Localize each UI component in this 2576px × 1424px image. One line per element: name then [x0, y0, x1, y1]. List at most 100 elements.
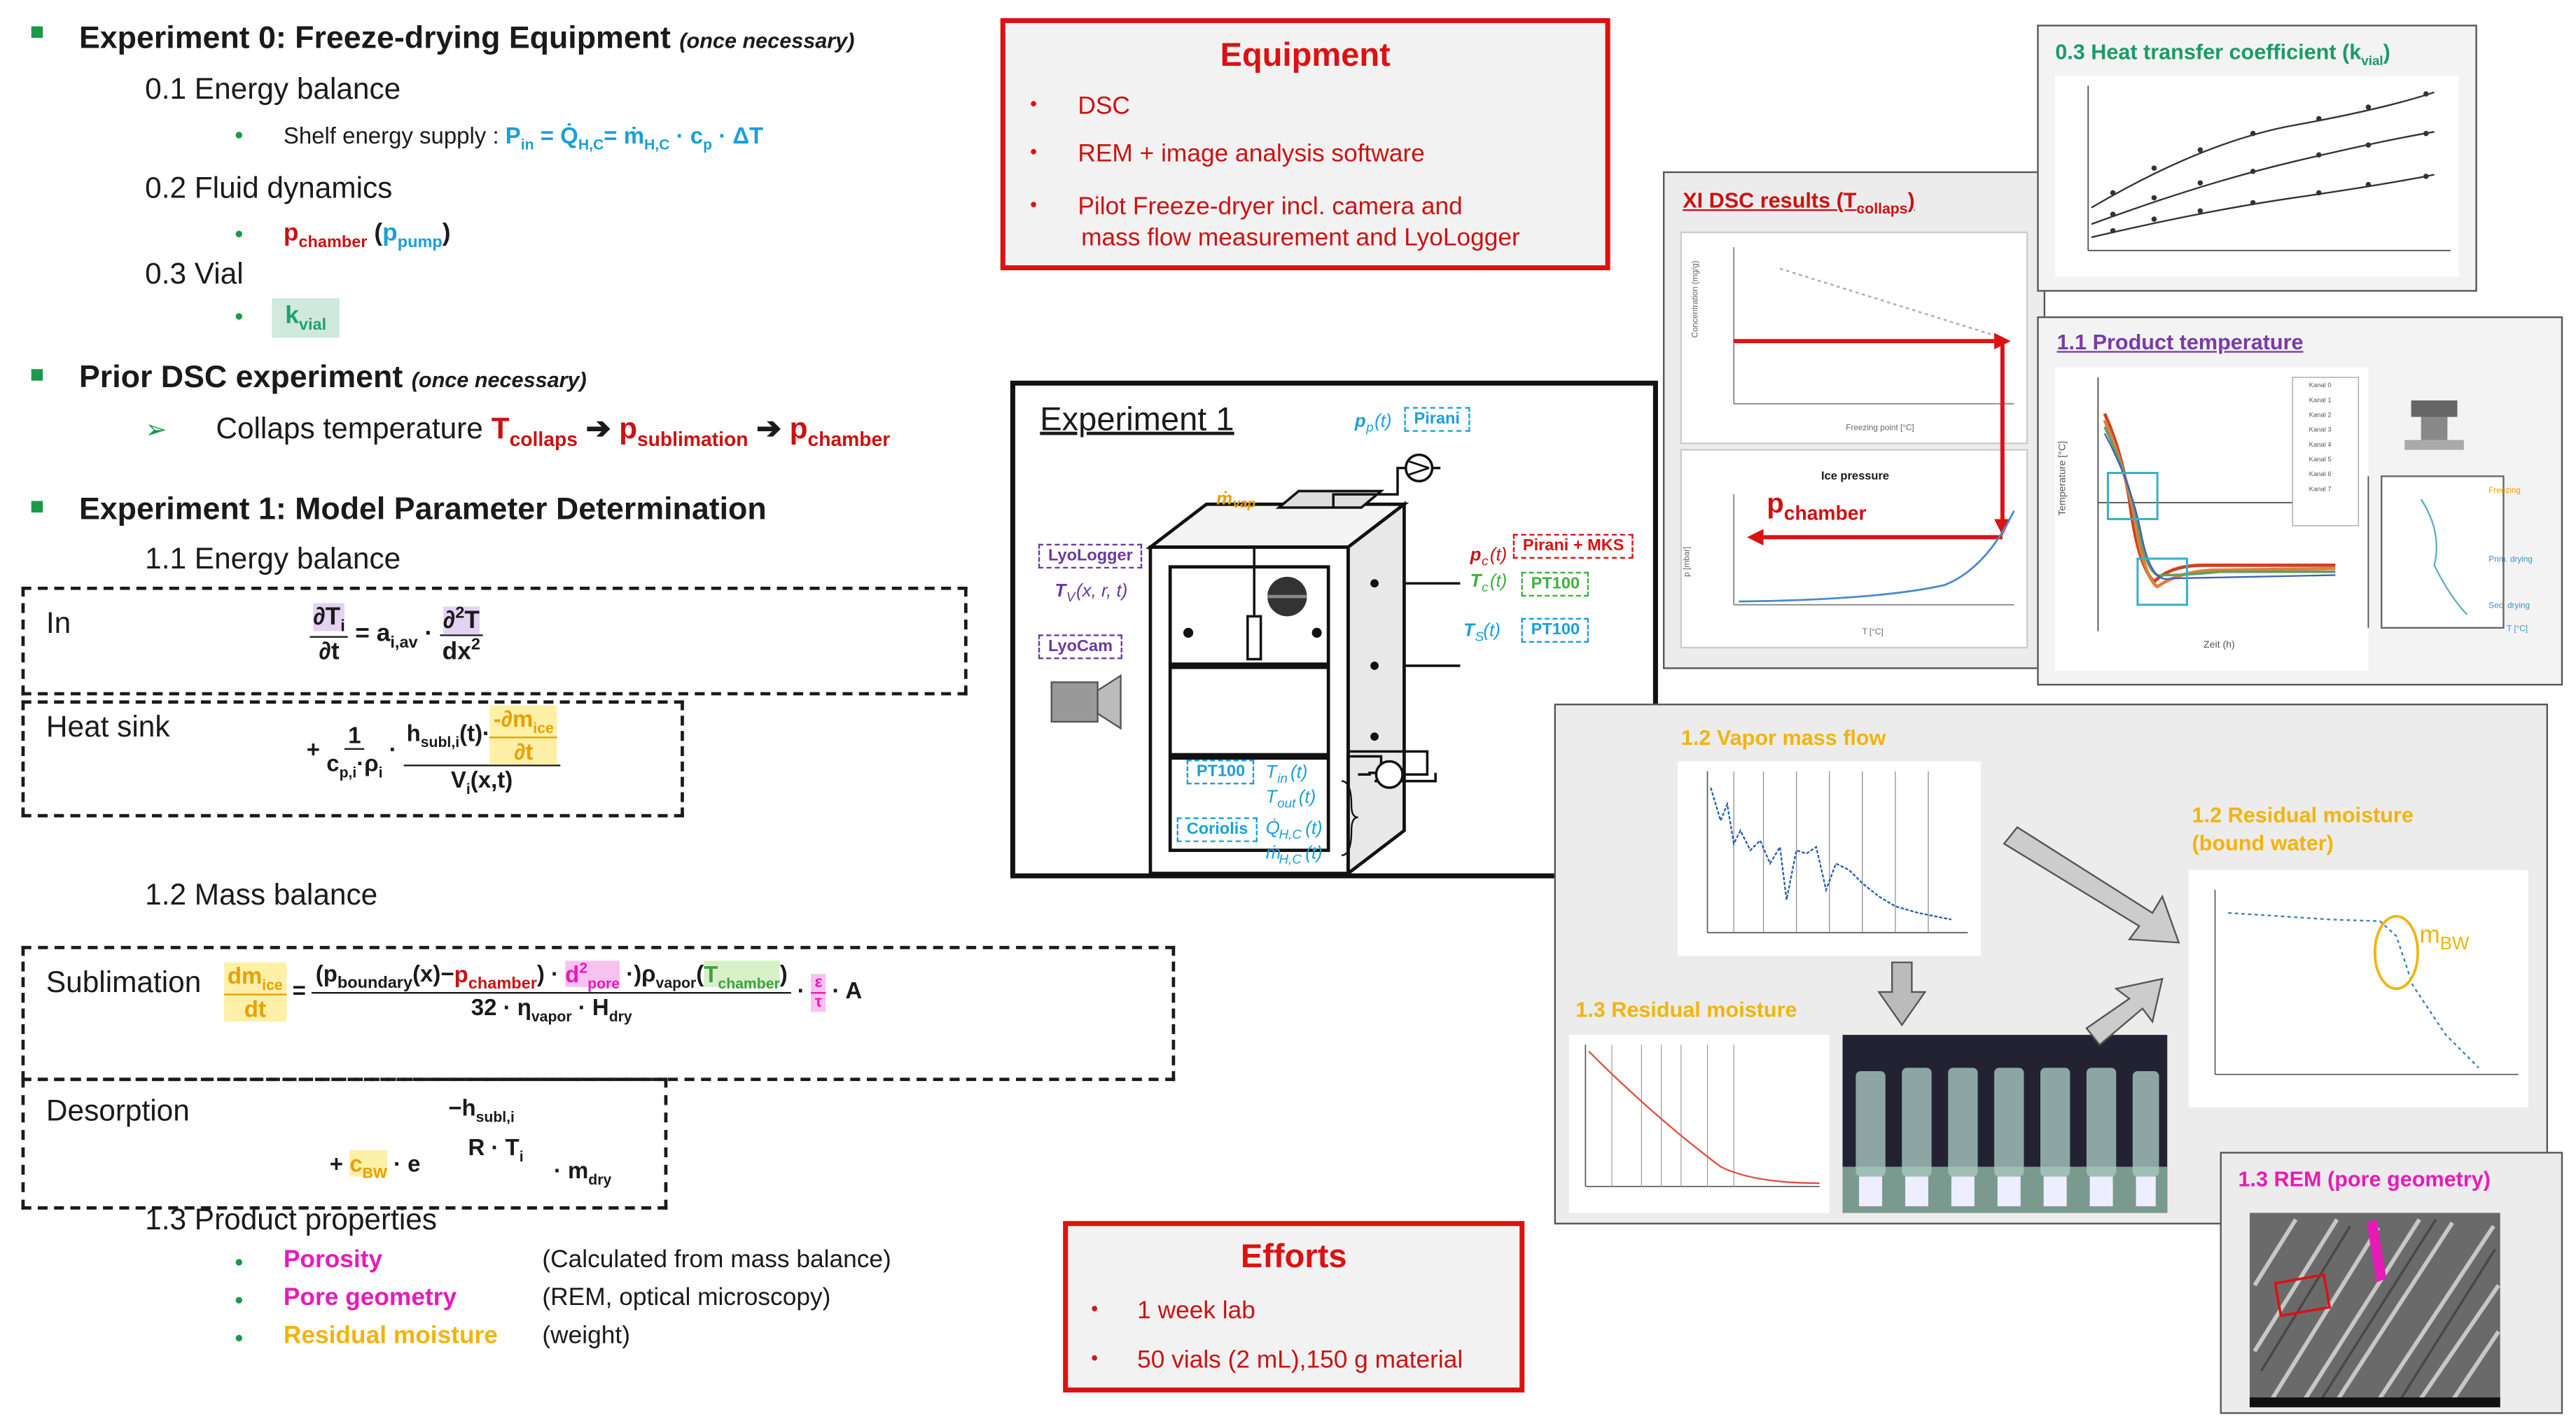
svg-text:T: T [1054, 581, 1067, 601]
bullet-dot [235, 230, 243, 237]
arrow-bullet-icon: ➢ [145, 417, 167, 445]
fluid-dynamics-02: 0.2 Fluid dynamics [145, 171, 393, 204]
sublimation-label: Sublimation [46, 965, 202, 999]
prior-dsc-title: Prior DSC experiment [78, 361, 403, 396]
bullet-dot: • [1030, 140, 1038, 164]
residual-bound-subtitle: (bound water) [2192, 830, 2334, 856]
efforts-box: Efforts • 1 week lab • 50 vials (2 mL),1… [1063, 1221, 1525, 1392]
svg-text:Temperature [°C]: Temperature [°C] [2056, 441, 2067, 516]
desorption-box [21, 1077, 668, 1210]
sensor-pt100-fluid: PT100 [1186, 760, 1255, 785]
in-equation-box [21, 586, 968, 696]
sensor-coriolis: Coriolis [1176, 817, 1258, 842]
equipment-item-rem: REM + image analysis software [1078, 140, 1425, 169]
sensor-pt100-shelf: PT100 [1521, 617, 1590, 643]
bullet-square [31, 26, 43, 39]
kvial-badge: kvial [272, 298, 340, 338]
svg-text:(t): (t) [1305, 843, 1322, 863]
mbw-sub: BW [2439, 934, 2470, 954]
svg-text:Kanal 2: Kanal 2 [2309, 411, 2332, 419]
bullet-square [31, 501, 43, 513]
svg-text:Q̇: Q̇ [1266, 818, 1280, 838]
freeze-dryer-drawing: ṁ vap p p (t) p c (t) T c (t) T S (t) T … [1050, 412, 1507, 874]
svg-text:Kanal 1: Kanal 1 [2309, 396, 2332, 403]
exp0-heading: Experiment 0: Freeze-drying Equipment (o… [79, 22, 854, 58]
svg-text:H,C: H,C [1279, 851, 1302, 866]
svg-text:Prim. drying: Prim. drying [2488, 555, 2533, 564]
property-residual-moisture: Residual moisture [283, 1321, 498, 1350]
svg-text:S: S [1475, 629, 1484, 644]
svg-text:Zeit (h): Zeit (h) [2203, 638, 2235, 650]
dsc-results-text: XI DSC results (T [1683, 188, 1857, 213]
sensor-pt100-chamber: PT100 [1521, 571, 1590, 597]
experiment1-diagram: Experiment 1 [1010, 380, 1658, 879]
efforts-item-vials: 50 vials (2 mL),150 g material [1137, 1346, 1463, 1375]
svg-text:T: T [1470, 571, 1483, 591]
exp0-note: (once necessary) [679, 28, 855, 53]
dsc-results-sub: collaps [1856, 200, 1908, 217]
product-temperature-title: 1.1 Product temperature [2056, 329, 2304, 355]
exp1-title: Experiment 1: Model Parameter Determinat… [78, 492, 767, 528]
property-pore-geometry-desc: (REM, optical microscopy) [542, 1283, 831, 1312]
equipment-box: Equipment • DSC • REM + image analysis s… [1000, 18, 1610, 271]
collaps-row: Collaps temperature Tcollaps ➔ psublimat… [216, 412, 891, 451]
svg-text:vap: vap [1233, 496, 1255, 510]
shelf-label: Shelf energy supply : [283, 122, 499, 148]
svg-text:Sec. drying: Sec. drying [2488, 601, 2530, 610]
svg-text:T: T [1266, 762, 1279, 782]
experiment1-title: Experiment 1 [1040, 402, 1234, 439]
svg-text:(t): (t) [1299, 787, 1316, 807]
svg-text:p: p [1354, 412, 1366, 431]
desorption-label: Desorption [46, 1094, 190, 1127]
prior-dsc-heading: Prior DSC experiment (once necessary) [79, 361, 587, 397]
dsc-charts: Concentration (mg/g) Freezing point [°C]… [1680, 231, 2028, 649]
energy-balance-01: 0.1 Energy balance [145, 72, 401, 106]
svg-text:c: c [1482, 553, 1489, 568]
bullet-dot [235, 1259, 243, 1266]
bullet-dot: • [1030, 92, 1038, 116]
heat-transfer-text: 0.3 Heat transfer coefficient (k [2055, 39, 2362, 64]
svg-text:(t): (t) [1490, 545, 1507, 564]
svg-text:(t): (t) [1490, 571, 1507, 591]
heat-transfer-title: 0.3 Heat transfer coefficient (kvial) [2055, 39, 2390, 69]
bullet-dot: • [1091, 1346, 1099, 1370]
svg-text:p: p [1365, 420, 1373, 435]
property-pore-geometry: Pore geometry [283, 1283, 457, 1312]
equipment-item-freeze-dryer: Pilot Freeze-dryer incl. camera and [1078, 193, 1463, 221]
efforts-title: Efforts [1240, 1239, 1347, 1276]
svg-text:p [mbar]: p [mbar] [1683, 547, 1692, 577]
equipment-item-dsc: DSC [1078, 92, 1130, 120]
svg-text:Kanal 3: Kanal 3 [2309, 426, 2332, 433]
sensor-pirani-mks: Pirani + MKS [1512, 533, 1634, 559]
vial-03: 0.3 Vial [145, 257, 244, 291]
heat-transfer-panel: 0.3 Heat transfer coefficient (kvial) [2037, 25, 2477, 292]
vapor-mass-flow-title: 1.2 Vapor mass flow [1680, 725, 1886, 750]
svg-text:Freezing point [°C]: Freezing point [°C] [1846, 423, 1914, 432]
efforts-item-week: 1 week lab [1137, 1297, 1255, 1325]
bullet-dot [235, 1297, 243, 1304]
residual-moisture-title: 1.3 Residual moisture [1575, 997, 1797, 1022]
product-temperature-panel: 1.1 Product temperature Temperature [°C]… [2037, 316, 2563, 686]
svg-text:(t): (t) [1374, 412, 1391, 431]
rem-title: 1.3 REM (pore geometry) [2238, 1166, 2491, 1192]
heat-sink-box [21, 700, 684, 818]
svg-text:ṁ: ṁ [1266, 843, 1281, 863]
shelf-energy-row: Shelf energy supply : Pin = Q̇H,C= ṁH,C … [284, 122, 763, 153]
energy-balance-11: 1.1 Energy balance [145, 542, 401, 575]
pchamber-p: p [1767, 487, 1784, 519]
svg-text:Kanal 4: Kanal 4 [2309, 440, 2332, 448]
svg-text:(t): (t) [1305, 818, 1322, 838]
property-porosity: Porosity [283, 1245, 383, 1274]
residual-bound-title: 1.2 Residual moisture [2192, 802, 2414, 828]
svg-text:(t): (t) [1290, 762, 1307, 782]
bullet-dot: • [1091, 1297, 1099, 1320]
svg-text:T [°C]: T [°C] [1863, 627, 1884, 636]
equipment-title: Equipment [1220, 38, 1391, 74]
rem-image [2249, 1213, 2500, 1408]
sensor-lyocam: LyoCam [1038, 634, 1123, 659]
svg-text:(x, r, t): (x, r, t) [1076, 581, 1127, 601]
collaps-text: Collaps temperature [216, 412, 483, 445]
